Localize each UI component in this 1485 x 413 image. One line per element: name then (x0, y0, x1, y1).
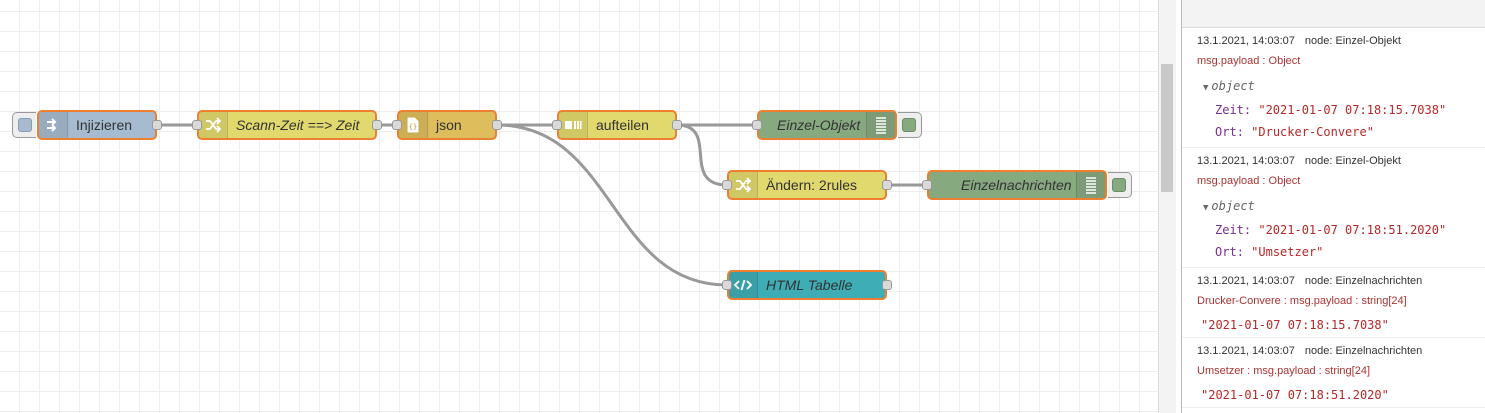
object-property: Zeit: "2021-01-07 07:18:15.7038" (1215, 103, 1447, 117)
debug-sidebar: 13.1.2021, 14:03:07 node: Einzel-Objekt m… (1181, 0, 1485, 413)
object-expander[interactable]: ▼object (1197, 75, 1485, 99)
debug-node-einzelnachrichten-label: Einzelnachrichten (961, 177, 1072, 193)
message-topic: Umsetzer : msg.payload : string[24] (1197, 365, 1371, 377)
caret-down-icon: ▼ (1203, 83, 1209, 93)
debug2-toggle-button[interactable] (1108, 172, 1132, 198)
json-node[interactable]: {} json (392, 110, 502, 140)
message-object-tree: ▼object Zeit: "2021-01-07 07:18:15.7038"… (1197, 75, 1485, 143)
split-node-label: aufteilen (596, 117, 649, 133)
debug-sidebar-toolbar (1182, 0, 1485, 28)
message-timestamp: 13.1.2021, 14:03:07 (1197, 35, 1295, 47)
debug-list-icon (866, 112, 895, 138)
template-node-label: HTML Tabelle (766, 277, 853, 293)
change-node-scann-zeit-label: Scann-Zeit ==> Zeit (236, 117, 360, 133)
change2-output-port[interactable] (882, 180, 892, 190)
message-topic: msg.payload : Object (1197, 175, 1301, 187)
property-value: "Umsetzer" (1251, 245, 1324, 259)
json-input-port[interactable] (392, 120, 402, 130)
inject-node[interactable]: Injizieren (12, 110, 162, 140)
message-object-tree: ▼object Zeit: "2021-01-07 07:18:51.2020"… (1197, 195, 1485, 263)
message-string-value: "2021-01-07 07:18:15.7038" (1201, 318, 1389, 332)
inject-trigger-button[interactable] (12, 112, 36, 138)
message-node-link[interactable]: node: Einzelnachrichten (1304, 345, 1423, 357)
wire-json-template[interactable] (496, 123, 728, 287)
object-label: object (1211, 199, 1255, 213)
property-value: "2021-01-07 07:18:15.7038" (1258, 103, 1447, 117)
property-key: Zeit (1215, 223, 1244, 237)
flow-workspace[interactable]: Injizieren Scann-Zeit ==> Zeit {} json a… (0, 0, 1158, 413)
property-key: Ort (1215, 245, 1237, 259)
message-node-link[interactable]: node: Einzel-Objekt (1304, 155, 1401, 167)
object-label: object (1211, 79, 1255, 93)
template-input-port[interactable] (722, 280, 732, 290)
object-property: Zeit: "2021-01-07 07:18:51.2020" (1215, 223, 1447, 237)
change2-input-port[interactable] (722, 180, 732, 190)
inject-output-port[interactable] (152, 120, 162, 130)
template-output-port[interactable] (882, 280, 892, 290)
workspace-scrollbar[interactable] (1158, 0, 1176, 413)
split-icon (559, 112, 588, 138)
debug-node-einzel-objekt-label: Einzel-Objekt (777, 117, 861, 133)
debug2-input-port[interactable] (922, 180, 932, 190)
message-node-link[interactable]: node: Einzelnachrichten (1304, 275, 1423, 287)
property-key: Ort (1215, 125, 1237, 139)
split-input-port[interactable] (552, 120, 562, 130)
shuffle-icon (199, 112, 228, 138)
debug-node-einzel-objekt[interactable]: Einzel-Objekt (752, 110, 922, 140)
caret-down-icon: ▼ (1203, 203, 1209, 213)
shuffle-icon (729, 172, 758, 198)
property-value: "2021-01-07 07:18:51.2020" (1258, 223, 1447, 237)
split-node[interactable]: aufteilen (552, 110, 682, 140)
code-icon (729, 272, 758, 298)
property-key: Zeit (1215, 103, 1244, 117)
json-icon: {} (399, 112, 428, 138)
debug-list-icon (1076, 172, 1105, 198)
message-topic: Drucker-Convere : msg.payload : string[2… (1197, 295, 1407, 307)
message-string-value: "2021-01-07 07:18:51.2020" (1201, 388, 1389, 402)
message-topic: msg.payload : Object (1197, 55, 1301, 67)
object-expander[interactable]: ▼object (1197, 195, 1485, 219)
inject-node-label: Injizieren (76, 117, 133, 133)
debug-message[interactable]: 13.1.2021, 14:03:07 node: Einzel-Objekt m… (1182, 148, 1485, 268)
json-node-label: json (436, 117, 462, 133)
split-output-port[interactable] (672, 120, 682, 130)
svg-text:{}: {} (409, 123, 417, 131)
change-node-2rules-label: Ändern: 2rules (766, 177, 858, 193)
template-node-html-tabelle[interactable]: HTML Tabelle (722, 270, 892, 300)
debug1-toggle-button[interactable] (898, 112, 922, 138)
debug-node-einzelnachrichten[interactable]: Einzelnachrichten (922, 170, 1132, 200)
wire-split-change2[interactable] (676, 123, 728, 187)
object-property: Ort: "Umsetzer" (1215, 245, 1324, 259)
change-node-scann-zeit[interactable]: Scann-Zeit ==> Zeit (192, 110, 382, 140)
json-output-port[interactable] (492, 120, 502, 130)
message-timestamp: 13.1.2021, 14:03:07 (1197, 275, 1295, 287)
message-timestamp: 13.1.2021, 14:03:07 (1197, 155, 1295, 167)
change-node-2rules[interactable]: Ändern: 2rules (722, 170, 892, 200)
object-property: Ort: "Drucker-Convere" (1215, 125, 1374, 139)
change1-output-port[interactable] (372, 120, 382, 130)
arrow-in-icon (39, 112, 68, 138)
debug-message[interactable]: 13.1.2021, 14:03:07 node: Einzelnachricht… (1182, 338, 1485, 408)
debug1-input-port[interactable] (752, 120, 762, 130)
property-value: "Drucker-Convere" (1251, 125, 1374, 139)
workspace-scrollbar-thumb[interactable] (1161, 64, 1173, 192)
debug-message[interactable]: 13.1.2021, 14:03:07 node: Einzel-Objekt m… (1182, 28, 1485, 148)
debug-message[interactable]: 13.1.2021, 14:03:07 node: Einzelnachricht… (1182, 268, 1485, 338)
message-node-link[interactable]: node: Einzel-Objekt (1304, 35, 1401, 47)
flow-wires (157, 123, 927, 287)
message-timestamp: 13.1.2021, 14:03:07 (1197, 345, 1295, 357)
change1-input-port[interactable] (192, 120, 202, 130)
